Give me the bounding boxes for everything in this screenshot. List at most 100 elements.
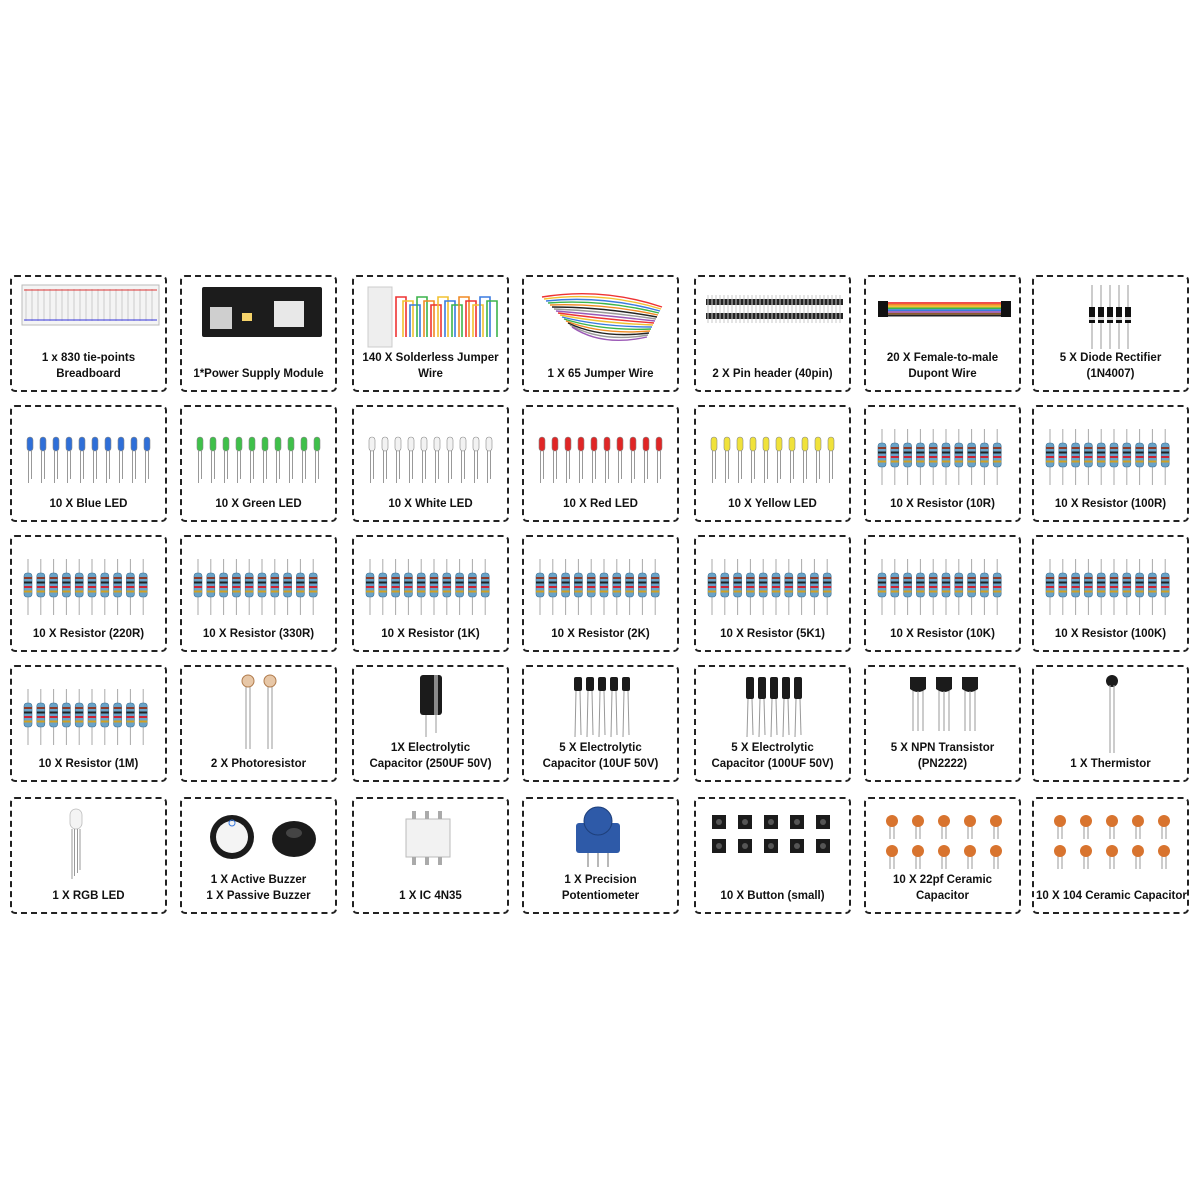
label-line: 5 X Electrolytic xyxy=(559,742,642,754)
red-led-icon xyxy=(538,436,663,483)
component-label: 1 X 65 Jumper Wire xyxy=(526,366,675,382)
component-card: 10 X Resistor (2K) xyxy=(522,535,679,652)
label-line: 140 X Solderless Jumper xyxy=(362,352,499,364)
label-line: 2 X Photoresistor xyxy=(210,758,307,770)
photoresistor-icon xyxy=(241,674,277,749)
label-line: 10 X Green LED xyxy=(215,498,302,510)
component-card: 1 X Active Buzzer 1 X Passive Buzzer xyxy=(180,797,337,914)
component-label: 10 X Red LED xyxy=(526,496,675,512)
label-line: 10 X Resistor (2K) xyxy=(551,628,650,640)
component-card: 10 X Resistor (220R) xyxy=(10,535,167,652)
component-card: 1 X RGB LED xyxy=(10,797,167,914)
component-label: 10 X Resistor (10K) xyxy=(868,626,1017,642)
component-label: 2 X Photoresistor xyxy=(184,756,333,772)
label-line: 1 X IC 4N35 xyxy=(399,890,462,902)
component-label: 1*Power Supply Module xyxy=(184,366,333,382)
component-card: 10 X Red LED xyxy=(522,405,679,522)
component-label: 1 X Active Buzzer 1 X Passive Buzzer xyxy=(184,872,333,904)
breadboard-icon xyxy=(21,284,160,326)
label-line: 1X Electrolytic xyxy=(390,742,471,754)
label-line: 10 X Resistor (1K) xyxy=(381,628,480,640)
component-label: 10 X Blue LED xyxy=(14,496,163,512)
label-line: 10 X Resistor (1M) xyxy=(38,758,139,770)
resistor-icon xyxy=(707,559,832,615)
component-label: 10 X Resistor (10R) xyxy=(868,496,1017,512)
potentiometer-icon xyxy=(576,806,620,867)
component-card: 1*Power Supply Module xyxy=(180,275,337,392)
label-line: 1*Power Supply Module xyxy=(193,368,324,380)
label-line: 1 X Passive Buzzer xyxy=(206,890,311,902)
label-line: 5 X NPN Transistor xyxy=(890,742,995,754)
component-card: 10 X Resistor (330R) xyxy=(180,535,337,652)
component-label: 1 X RGB LED xyxy=(14,888,163,904)
label-line: 1 X 65 Jumper Wire xyxy=(547,368,654,380)
label-line: Capacitor xyxy=(915,890,970,902)
label-line: 10 X Blue LED xyxy=(49,498,128,510)
component-label: 10 X Resistor (5K1) xyxy=(698,626,847,642)
transistor-icon xyxy=(910,677,978,731)
medium-capacitor-icon xyxy=(746,677,802,738)
component-card: 1 X 65 Jumper Wire xyxy=(522,275,679,392)
component-card: 1 X IC 4N35 xyxy=(352,797,509,914)
component-label: 10 X White LED xyxy=(356,496,505,512)
component-label: 10 X 104 Ceramic Capacitor xyxy=(1036,888,1187,904)
label-line: Capacitor (250UF 50V) xyxy=(369,758,492,770)
label-line: 5 X Electrolytic xyxy=(731,742,814,754)
label-line: 20 X Female-to-male xyxy=(886,352,999,364)
component-card: 2 X Pin header (40pin) xyxy=(694,275,851,392)
component-card: 10 X Resistor (100K) xyxy=(1032,535,1189,652)
component-card: 1 X Thermistor xyxy=(1032,665,1189,782)
yellow-led-icon xyxy=(710,436,835,483)
diode-icon xyxy=(1089,285,1131,349)
label-line: 1 X Active Buzzer xyxy=(210,874,307,886)
resistor-icon xyxy=(1045,559,1170,615)
component-label: 10 X Resistor (1K) xyxy=(356,626,505,642)
label-line: (PN2222) xyxy=(917,758,968,770)
label-line: 10 X Resistor (100R) xyxy=(1054,498,1167,510)
component-label: 10 X Resistor (330R) xyxy=(184,626,333,642)
label-line: 1 x 830 tie-points xyxy=(41,352,136,364)
resistor-icon xyxy=(193,559,318,615)
label-line: 5 X Diode Rectifier xyxy=(1059,352,1162,364)
label-line: 10 X Button (small) xyxy=(720,890,825,902)
component-label: 10 X Resistor (2K) xyxy=(526,626,675,642)
jumper-kit-icon xyxy=(367,286,498,348)
component-label: 10 X Resistor (100K) xyxy=(1036,626,1185,642)
label-line: 10 X 22pf Ceramic xyxy=(892,874,993,886)
blue-led-icon xyxy=(26,436,151,483)
thermistor-icon xyxy=(1106,675,1118,753)
component-card: 5 X NPN Transistor (PN2222) xyxy=(864,665,1021,782)
label-line: Breadboard xyxy=(56,368,121,380)
component-card: 10 X Resistor (10R) xyxy=(864,405,1021,522)
rgb-led-icon xyxy=(69,808,83,879)
resistor-icon xyxy=(23,689,148,745)
component-label: 10 X Button (small) xyxy=(698,888,847,904)
label-line: 1 X RGB LED xyxy=(52,890,125,902)
component-label: 5 X Diode Rectifier(1N4007) xyxy=(1036,350,1185,382)
resistor-icon xyxy=(877,429,1002,485)
component-card: 10 X 104 Ceramic Capacitor xyxy=(1032,797,1189,914)
resistor-icon xyxy=(877,559,1002,615)
pin-header-icon xyxy=(706,295,843,323)
label-line: 1 X Precision xyxy=(564,874,637,886)
component-label: 5 X NPN Transistor (PN2222) xyxy=(868,740,1017,772)
component-label: 10 X Yellow LED xyxy=(698,496,847,512)
ceramic-capacitor-icon xyxy=(886,815,1002,869)
component-label: 10 X Resistor (1M) xyxy=(14,756,163,772)
label-line: Dupont Wire xyxy=(908,368,977,380)
large-capacitor-icon xyxy=(420,675,442,737)
label-line: Capacitor (100UF 50V) xyxy=(711,758,834,770)
buzzer-icon xyxy=(210,815,316,859)
component-card: 10 X Resistor (1K) xyxy=(352,535,509,652)
label-line: 10 X Resistor (5K1) xyxy=(720,628,825,640)
label-line: 10 X Resistor (330R) xyxy=(202,628,315,640)
resistor-icon xyxy=(365,559,490,615)
